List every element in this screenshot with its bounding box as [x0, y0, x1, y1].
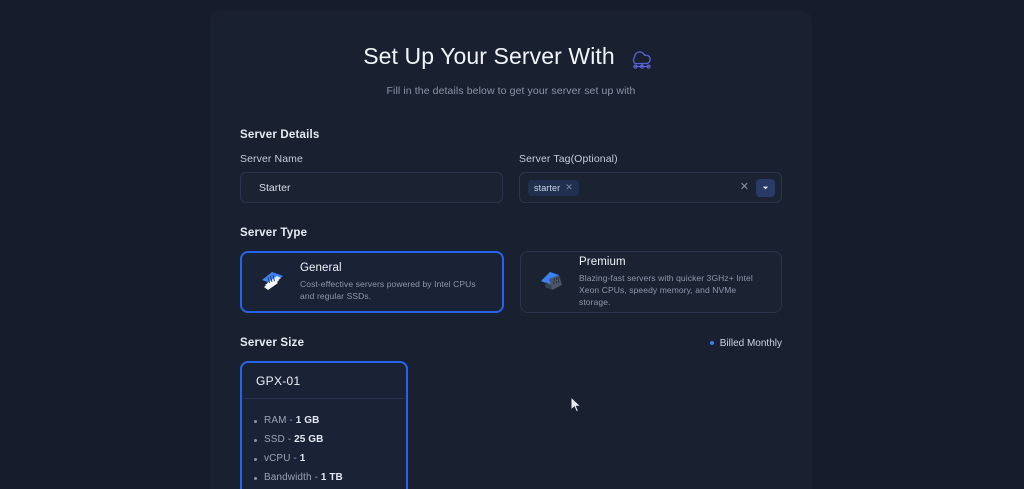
plan-spec-ram: RAM - 1 GB — [254, 411, 392, 430]
server-name-value: Starter — [259, 181, 291, 194]
close-icon[interactable]: ✕ — [565, 182, 573, 192]
server-type-premium-text: Premium Blazing-fast servers with quicke… — [579, 256, 765, 309]
server-type-premium-desc: Blazing-fast servers with quicker 3GHz+ … — [579, 272, 753, 308]
server-name-input[interactable]: Starter — [240, 172, 503, 203]
tag-controls: ✕ — [739, 178, 775, 197]
server-tag-input[interactable]: starter ✕ ✕ — [519, 172, 782, 203]
server-tag-field: Server Tag(Optional) starter ✕ ✕ — [519, 153, 782, 203]
billing-toggle[interactable]: Billed Monthly — [709, 337, 782, 349]
server-type-options: General Cost-effective servers powered b… — [240, 251, 782, 313]
server-size-plans: GPX-01 RAM - 1 GB SSD - 25 GB — [240, 361, 782, 489]
clear-icon[interactable]: ✕ — [739, 181, 749, 193]
server-details-fields: Server Name Starter Server Tag(Optional)… — [240, 153, 782, 203]
page-header: Set Up Your Server With Fill in the deta… — [240, 10, 782, 97]
tag-chip-label: starter — [534, 182, 561, 193]
server-details-title: Server Details — [240, 129, 320, 141]
plan-spec-ssd-label: SSD — [264, 434, 285, 445]
server-type-general-name: General — [300, 261, 342, 274]
plan-spec-vcpu-value: 1 — [299, 453, 306, 464]
chevron-down-icon[interactable] — [756, 178, 775, 197]
tag-chip[interactable]: starter ✕ — [528, 179, 579, 196]
plan-name: GPX-01 — [242, 363, 406, 399]
plan-spec-separator: - — [293, 453, 300, 464]
server-type-premium-name: Premium — [579, 255, 626, 268]
server-name-label: Server Name — [240, 153, 303, 165]
plan-spec-ram-value: 1 GB — [295, 415, 320, 426]
plan-spec-bandwidth-value: 1 TB — [320, 472, 343, 483]
plan-spec-ssd-value: 25 GB — [294, 434, 324, 445]
page-title: Set Up Your Server With — [240, 42, 782, 71]
billing-label: Billed Monthly — [719, 337, 782, 349]
setup-panel: Set Up Your Server With Fill in the deta… — [210, 10, 812, 489]
server-type-option-premium[interactable]: Premium Blazing-fast servers with quicke… — [520, 251, 782, 313]
billing-dot-icon — [709, 341, 714, 345]
plan-spec-vcpu: vCPU - 1 — [254, 449, 392, 468]
plan-spec-vcpu-label: vCPU — [264, 453, 291, 464]
plan-spec-ram-label: RAM — [264, 415, 287, 426]
server-stack-icon — [258, 267, 288, 297]
server-tag-label: Server Tag(Optional) — [519, 153, 618, 165]
server-size-header: Server Size Billed Monthly — [240, 337, 782, 349]
server-size-title: Server Size — [240, 337, 305, 349]
server-type-title: Server Type — [240, 227, 308, 239]
plan-specs: RAM - 1 GB SSD - 25 GB vCPU — [242, 399, 406, 489]
server-size-section: Server Size Billed Monthly GPX-01 RAM - — [240, 337, 782, 489]
plan-spec-bandwidth-label: Bandwidth — [264, 472, 312, 483]
server-type-section: Server Type — [240, 227, 782, 313]
cloud-network-icon — [625, 45, 659, 71]
page-subtitle: Fill in the details below to get your se… — [386, 85, 636, 97]
plan-spec-separator: - — [289, 415, 296, 426]
plan-spec-separator: - — [314, 472, 321, 483]
server-stack-icon — [537, 267, 567, 297]
server-type-option-general[interactable]: General Cost-effective servers powered b… — [240, 251, 504, 313]
server-type-general-text: General Cost-effective servers powered b… — [300, 262, 486, 303]
server-name-field: Server Name Starter — [240, 153, 503, 203]
server-details-section: Server Details Server Name Starter Serve… — [240, 129, 782, 203]
plan-spec-separator: - — [287, 434, 295, 445]
server-size-plan-gpx-01[interactable]: GPX-01 RAM - 1 GB SSD - 25 GB — [240, 361, 408, 489]
page-title-text: Set Up Your Server With — [363, 43, 615, 69]
plan-spec-bandwidth: Bandwidth - 1 TB — [254, 468, 392, 487]
tag-chip-list: starter ✕ — [528, 179, 579, 196]
server-type-general-desc: Cost-effective servers powered by Intel … — [300, 278, 476, 301]
plan-spec-ssd: SSD - 25 GB — [254, 430, 392, 449]
